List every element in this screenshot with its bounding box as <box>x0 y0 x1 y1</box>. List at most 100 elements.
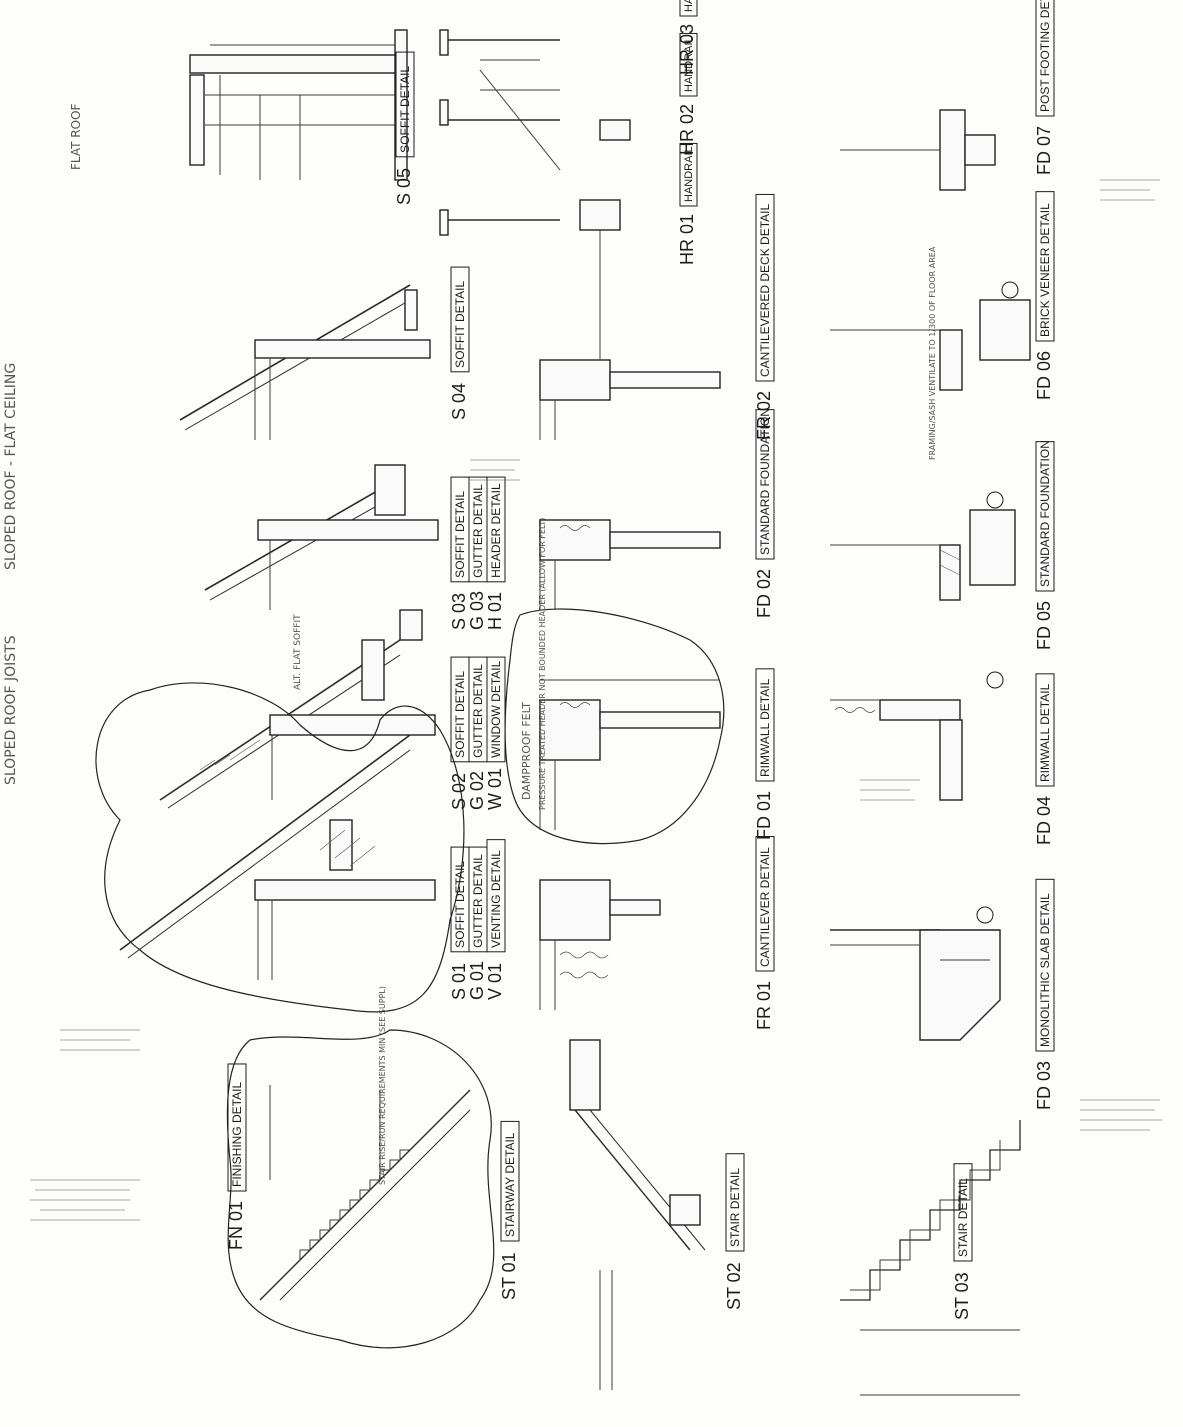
detail-code: S 04 <box>449 383 469 420</box>
detail-code: FD 04 <box>1034 796 1054 845</box>
s02-sketch <box>159 639 436 809</box>
detail-title: RIMWALL DETAIL <box>758 678 772 777</box>
detail-title: HEADER DETAIL <box>489 483 503 578</box>
fn01-revision-cloud <box>226 1029 495 1349</box>
detail-code: FN 01 <box>226 1201 246 1250</box>
detail-title-box <box>725 1153 745 1252</box>
detail-notes: SLOPED ROOF JOISTS SLOPED ROOF - FLAT CE… <box>3 103 937 1185</box>
detail-title-box <box>1035 673 1055 787</box>
detail-title: MONOLITHIC SLAB DETAIL <box>1038 893 1052 1047</box>
detail-title-box <box>1035 0 1055 117</box>
detail-label-st-03: ST 03 STAIR DETAIL <box>952 1163 973 1320</box>
detail-code: FD 01 <box>754 791 774 840</box>
detail-label-s-02: S 02 SOFFIT DETAIL <box>449 656 470 810</box>
detail-title-box <box>755 193 775 382</box>
detail-code: S 02 <box>449 773 469 810</box>
detail-label-g-01: G 01 GUTTER DETAIL <box>467 846 488 1000</box>
detail-code: FD 05 <box>1034 601 1054 650</box>
note-framing-ventilate: FRAMING/SASH VENTILATE TO 1/300 OF FLOOR… <box>928 246 937 460</box>
st03-sketch <box>840 1120 1021 1396</box>
detail-code: ST 01 <box>499 1252 519 1300</box>
detail-title-box <box>679 32 698 97</box>
detail-title: STAIRWAY DETAIL <box>503 1132 517 1237</box>
detail-title: SOFFIT DETAIL <box>398 66 412 153</box>
s01-sketch <box>119 734 436 980</box>
detail-title: GUTTER DETAIL <box>471 484 485 578</box>
detail-code: FD 07 <box>1034 126 1054 175</box>
detail-title-box <box>500 1120 520 1242</box>
detail-title: GUTTER DETAIL <box>471 664 485 758</box>
detail-title: STAIR DETAIL <box>956 1178 970 1257</box>
note-pressure-treated-header: PRESSURE TREATED HEADER NOT BOUNDED HEAD… <box>538 518 547 810</box>
detail-code: H 01 <box>485 592 505 630</box>
detail-title: POST FOOTING DETAIL <box>1038 0 1052 112</box>
detail-code: HR 01 <box>677 214 697 265</box>
detail-title-box <box>755 668 775 782</box>
detail-title: RIMWALL DETAIL <box>1038 683 1052 782</box>
note-sloped-roof-joists: SLOPED ROOF JOISTS <box>3 635 19 785</box>
detail-code: G 01 <box>467 961 487 1000</box>
detail-title: SOFFIT DETAIL <box>453 491 467 578</box>
detail-code: HR 02 <box>677 104 697 155</box>
handrail-sketch <box>439 29 631 236</box>
detail-title: VENTING DETAIL <box>489 850 503 948</box>
detail-label-fd-06: FD 06 BRICK VENEER DETAIL <box>1034 191 1055 400</box>
handwritten-note-marks <box>30 179 1162 1221</box>
detail-title-box <box>1035 191 1055 342</box>
detail-code: ST 03 <box>952 1272 972 1320</box>
detail-code: FR 02 <box>754 391 774 440</box>
detail-label-g-03: G 03 GUTTER DETAIL <box>467 476 488 630</box>
detail-code: HR 03 <box>677 24 697 75</box>
fr01-sketch <box>539 879 661 1010</box>
detail-code: FR 01 <box>754 981 774 1030</box>
fd04-sketch <box>830 671 1004 801</box>
detail-title: BRICK VENEER DETAIL <box>1038 203 1052 337</box>
detail-code: ST 02 <box>724 1262 744 1310</box>
detail-title-box <box>953 1163 973 1262</box>
detail-title: STAIR DETAIL <box>728 1168 742 1247</box>
detail-title: HANDRAIL <box>683 36 695 92</box>
detail-title-box <box>450 266 470 373</box>
note-alt-flat-soffit: ALT. FLAT SOFFIT <box>293 614 303 690</box>
detail-label-hr-02: HR 02 HANDRAIL <box>677 32 698 155</box>
fd01-revision-cloud <box>504 608 725 845</box>
detail-title: HANDRAIL <box>683 0 695 12</box>
detail-label-fd-04: FD 04 RIMWALL DETAIL <box>1034 673 1055 845</box>
st02-sketch <box>569 1039 706 1390</box>
note-stair-rise-run: STAIR RISE/RUN REQUIREMENTS MIN (SEE SUP… <box>378 986 387 1185</box>
detail-code: FD 06 <box>1034 351 1054 400</box>
detail-label-hr-03: HR 03 HANDRAIL <box>677 0 698 75</box>
detail-code: G 02 <box>467 771 487 810</box>
note-dampproof-felt: DAMPPROOF FELT <box>520 702 533 800</box>
detail-title-box <box>755 409 775 560</box>
detail-label-h-01: H 01 HEADER DETAIL <box>485 476 506 630</box>
detail-label-hr-01: HR 01 HANDRAIL <box>677 142 698 265</box>
detail-code: G 03 <box>467 591 487 630</box>
s05-sketch <box>189 29 408 181</box>
detail-code: V 01 <box>485 963 505 1000</box>
detail-title-box <box>486 656 506 763</box>
detail-code: W 01 <box>485 768 505 810</box>
fd07-sketch <box>840 109 996 191</box>
fd02-sketch <box>539 519 721 610</box>
detail-linework <box>30 29 1162 1396</box>
fd01-sketch <box>539 679 721 830</box>
detail-label-g-02: G 02 GUTTER DETAIL <box>467 656 488 810</box>
fd05-sketch <box>830 491 1016 601</box>
detail-label-fd-01: FD 01 RIMWALL DETAIL <box>754 668 775 840</box>
note-sloped-roof-flat-ceiling: SLOPED ROOF - FLAT CEILING <box>3 363 19 570</box>
detail-title: HANDRAIL <box>683 146 695 202</box>
detail-title: SOFFIT DETAIL <box>453 671 467 758</box>
detail-title: SOFFIT DETAIL <box>453 281 467 368</box>
detail-title: STANDARD FOUNDATION <box>758 408 772 555</box>
detail-title-box <box>486 839 506 953</box>
detail-title: GUTTER DETAIL <box>471 854 485 948</box>
detail-code: FD 02 <box>754 569 774 618</box>
